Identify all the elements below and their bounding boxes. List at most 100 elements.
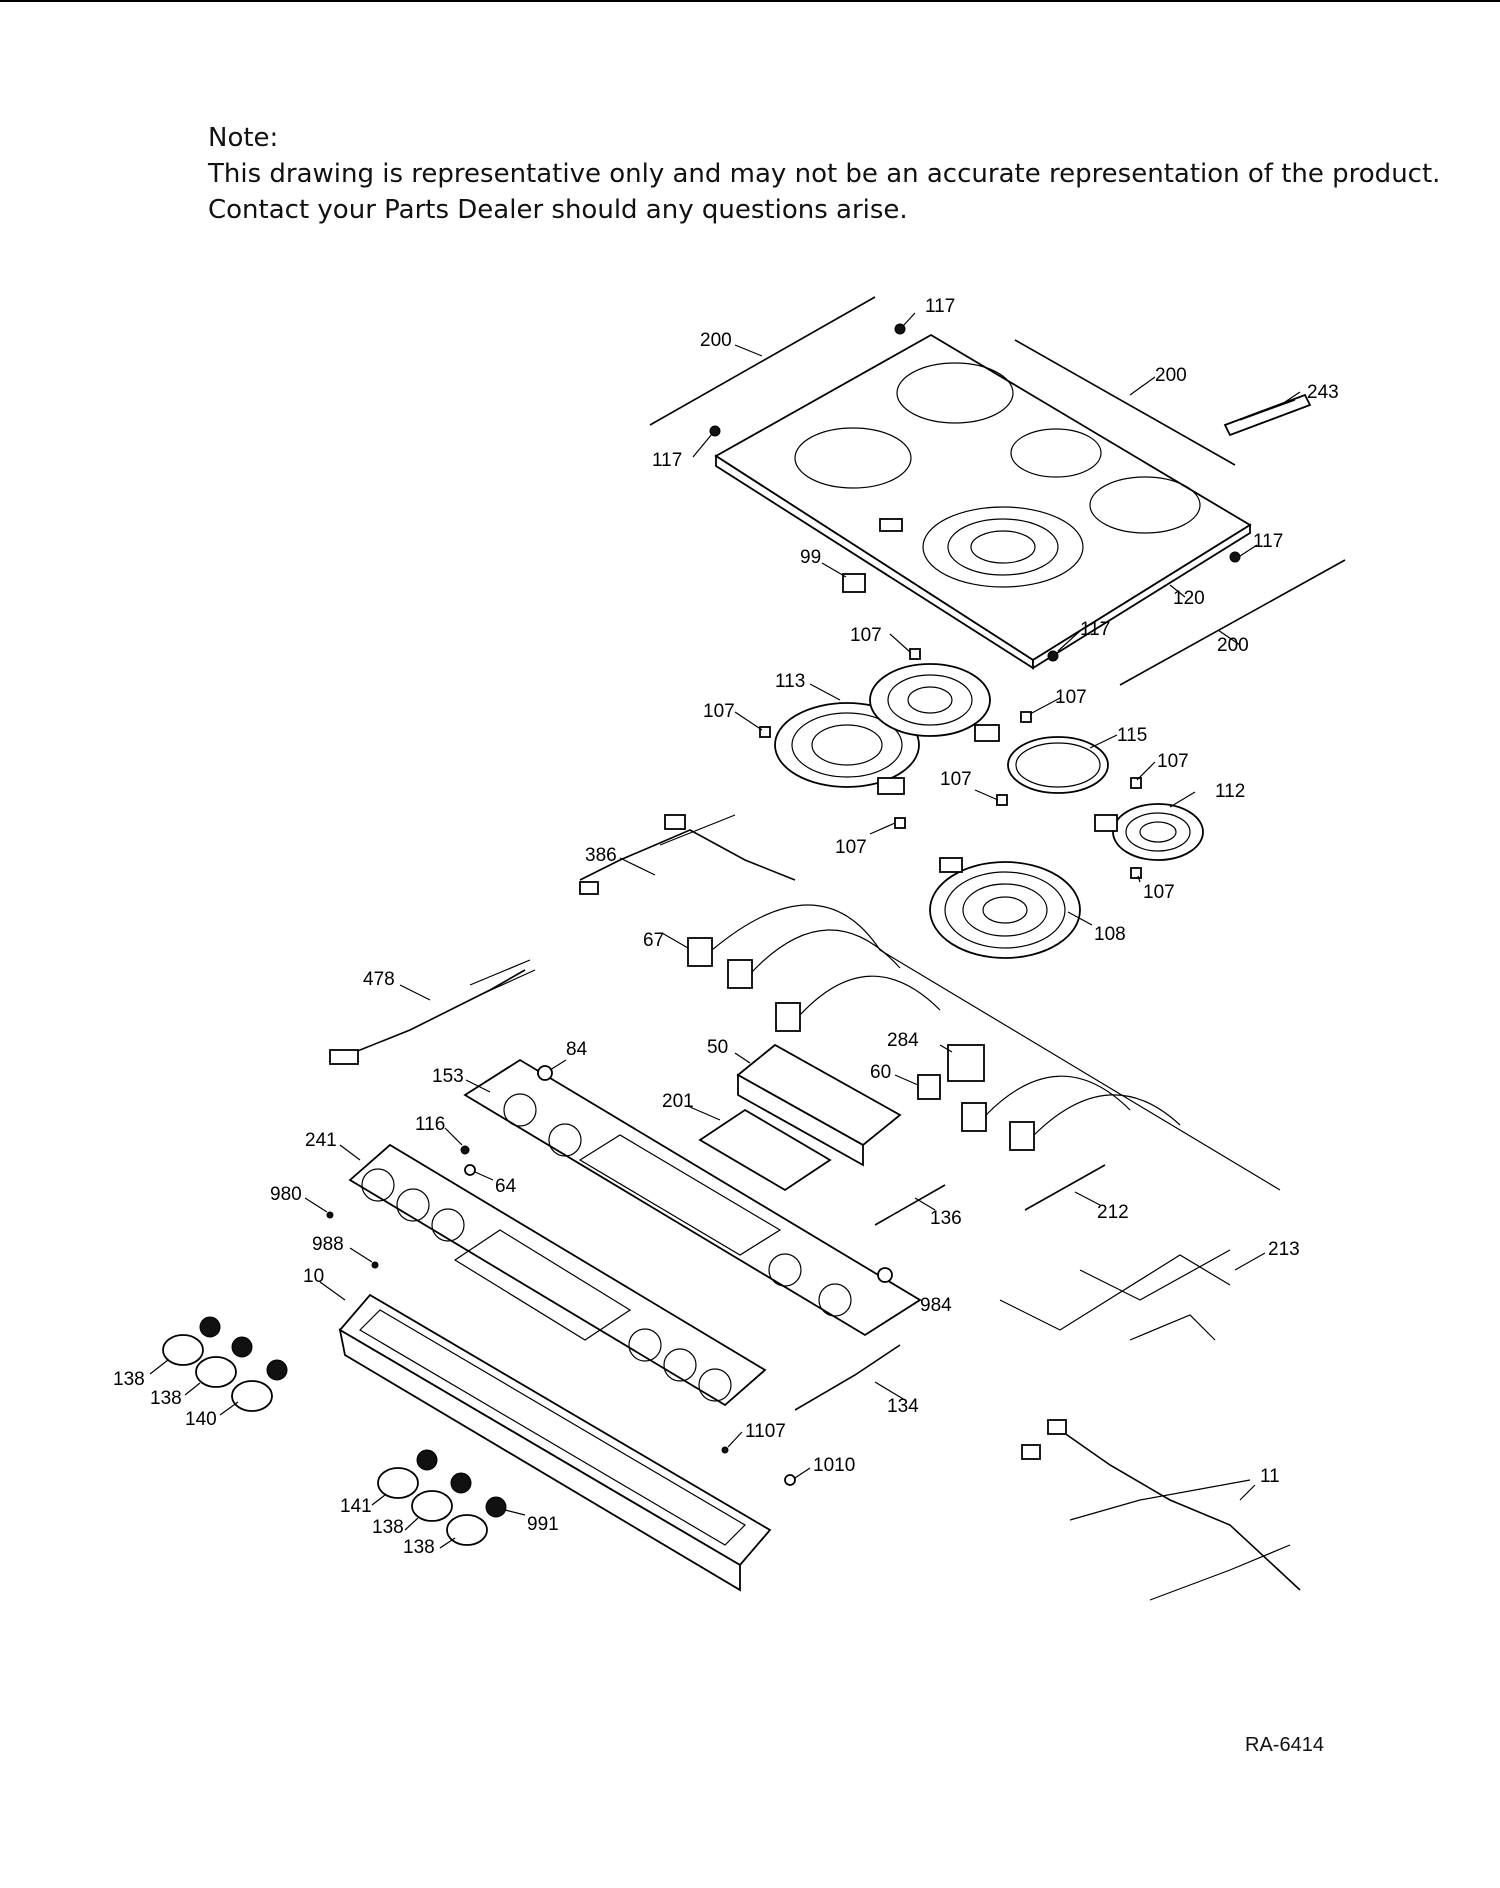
part-116 (460, 1145, 470, 1155)
callout-153: 153 (432, 1066, 464, 1087)
clip-107-g (1130, 867, 1142, 879)
clip-107-e (996, 794, 1008, 806)
callout-138: 138 (113, 1369, 145, 1390)
element-113 (774, 663, 1000, 795)
callout-64: 64 (495, 1176, 517, 1197)
callout-labels: 117 200 117 200 243 117 99 120 117 200 1… (113, 296, 1339, 1558)
knobs-left (162, 1316, 288, 1412)
knob-stem-984 (877, 1267, 893, 1283)
clip-107-a (909, 648, 921, 660)
harness-213 (999, 1249, 1231, 1341)
overlay-201 (698, 1108, 832, 1192)
callout-980: 980 (270, 1184, 302, 1205)
nut-117-b (709, 425, 721, 437)
callout-213: 213 (1268, 1239, 1300, 1260)
front-panel-241 (348, 1143, 767, 1407)
note-line-2: Contact your Parts Dealer should any que… (208, 195, 908, 225)
callout-243: 243 (1307, 382, 1339, 403)
screw-1107 (721, 1446, 729, 1454)
drawing-code: RA-6414 (1245, 1734, 1324, 1756)
callout-136: 136 (930, 1208, 962, 1229)
nut-117-d (1047, 650, 1059, 662)
harness-386 (579, 814, 796, 895)
callout-138: 138 (372, 1517, 404, 1538)
part-99 (842, 573, 866, 593)
callout-107: 107 (1157, 751, 1189, 772)
element-112 (1094, 803, 1204, 861)
rod-212 (1024, 1164, 1106, 1211)
callout-11: 11 (1260, 1466, 1280, 1487)
callout-140: 140 (185, 1409, 217, 1430)
callout-108: 108 (1094, 924, 1126, 945)
callout-107: 107 (940, 769, 972, 790)
nut-117-c (1229, 551, 1241, 563)
cooktop-glass (714, 333, 1252, 670)
callout-113: 113 (775, 671, 805, 692)
callout-200: 200 (1155, 365, 1187, 386)
clip-107-b (759, 726, 771, 738)
callout-50: 50 (707, 1037, 728, 1058)
screw-988 (371, 1261, 379, 1269)
callout-60: 60 (870, 1062, 891, 1083)
callout-200: 200 (1217, 635, 1249, 656)
trim-strip-200-right (1014, 339, 1236, 466)
control-board-50 (736, 1043, 902, 1167)
callout-10: 10 (303, 1266, 324, 1287)
callout-107: 107 (835, 837, 867, 858)
screw-980 (326, 1211, 334, 1219)
nut-117-a (894, 323, 906, 335)
harness-136 (874, 1184, 946, 1226)
trim-strip-200-front (1119, 559, 1346, 686)
part-60 (917, 1074, 941, 1100)
callout-120: 120 (1173, 588, 1205, 609)
callout-138: 138 (150, 1388, 182, 1409)
callout-107: 107 (1143, 882, 1175, 903)
callout-984: 984 (920, 1295, 952, 1316)
callout-138: 138 (403, 1537, 435, 1558)
switches-67 (687, 904, 1281, 1191)
part-284 (947, 1044, 985, 1082)
top-border-line (0, 0, 1500, 2)
callout-1010: 1010 (813, 1455, 855, 1476)
callout-201: 201 (662, 1091, 694, 1112)
callout-200: 200 (700, 330, 732, 351)
callout-988: 988 (312, 1234, 344, 1255)
knobs-bottom (377, 1449, 507, 1546)
callout-107: 107 (850, 625, 882, 646)
part-243 (1223, 393, 1312, 437)
part-64 (464, 1164, 476, 1176)
washer-1010 (784, 1474, 796, 1486)
ring-115 (1007, 736, 1109, 794)
harness-478 (329, 959, 536, 1065)
harness-11 (1021, 1419, 1301, 1601)
callout-212: 212 (1097, 1202, 1129, 1223)
callout-386: 386 (585, 845, 617, 866)
note-heading: Note: (208, 123, 279, 153)
callout-478: 478 (363, 969, 395, 990)
callout-116: 116 (415, 1114, 445, 1135)
trim-strip-200-left (649, 296, 876, 426)
note-block: Note: This drawing is representative onl… (208, 120, 1440, 228)
callout-84: 84 (566, 1039, 588, 1060)
clip-107-c (1020, 711, 1032, 723)
leader-lines (149, 312, 1301, 1549)
callout-117: 117 (1253, 531, 1283, 552)
harness-134 (794, 1344, 901, 1411)
callout-141: 141 (340, 1496, 372, 1517)
callout-115: 115 (1117, 725, 1147, 746)
callout-107: 107 (1055, 687, 1087, 708)
callout-107: 107 (703, 701, 735, 722)
knob-stem-84 (537, 1065, 553, 1081)
callout-284: 284 (887, 1030, 919, 1051)
callout-67: 67 (643, 930, 664, 951)
callout-117: 117 (925, 296, 955, 317)
element-108 (929, 857, 1081, 959)
callout-134: 134 (887, 1396, 919, 1417)
callout-112: 112 (1215, 781, 1245, 802)
callout-117: 117 (1080, 619, 1110, 640)
trim-frame-10 (338, 1293, 772, 1592)
callout-991: 991 (527, 1514, 559, 1535)
callout-117: 117 (652, 450, 682, 471)
callout-241: 241 (305, 1130, 337, 1151)
